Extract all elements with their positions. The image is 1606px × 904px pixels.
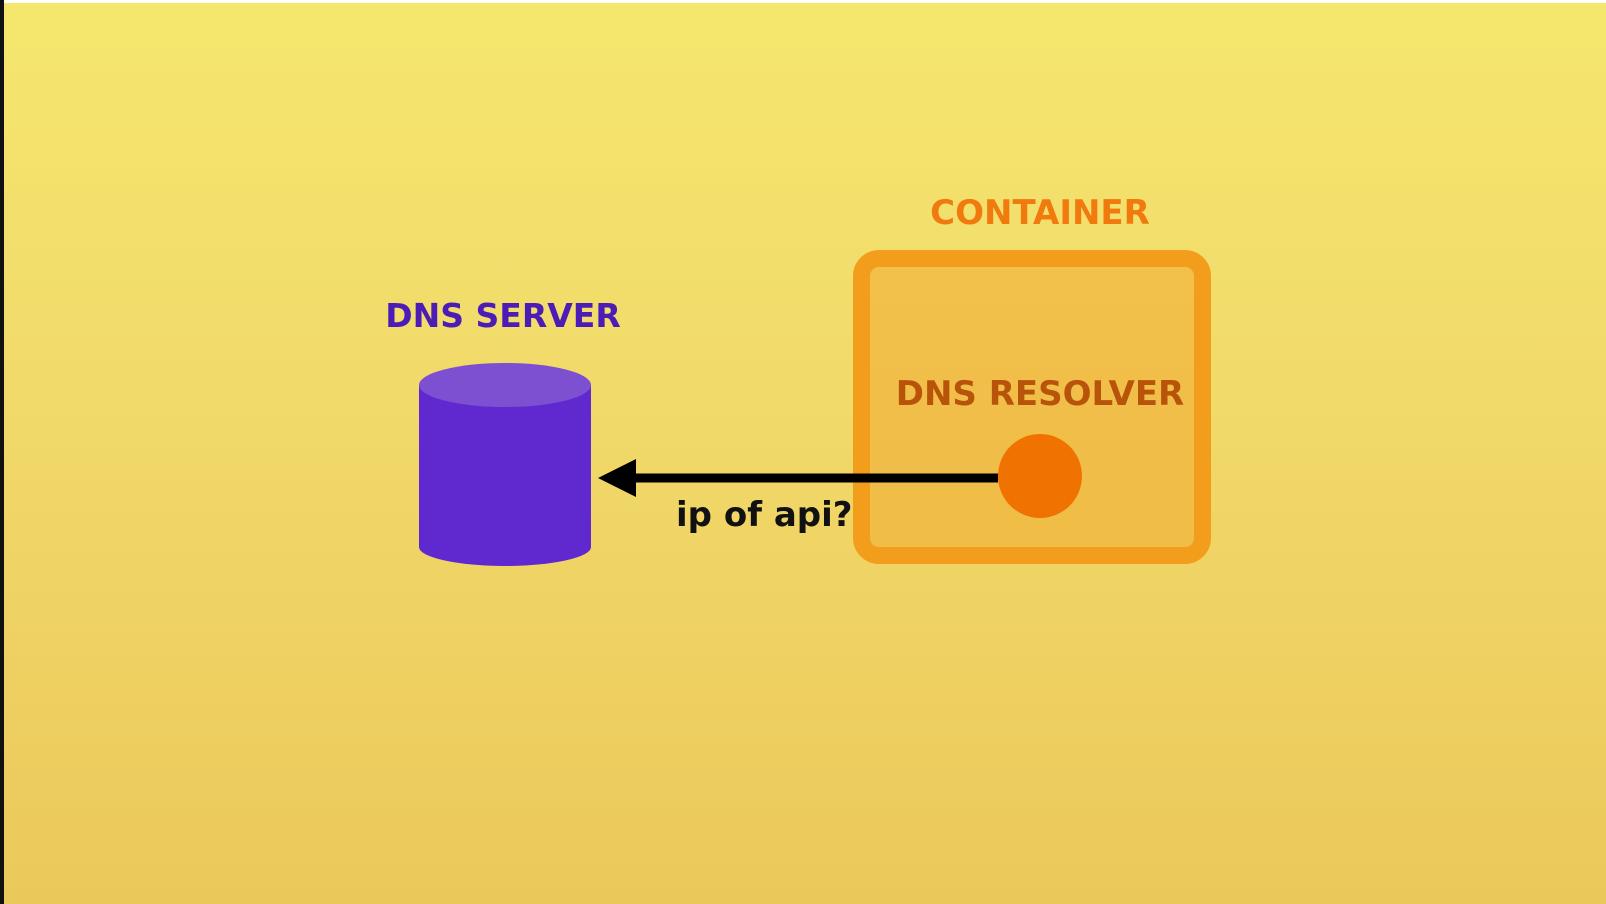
diagram-canvas [4, 3, 1606, 904]
dns-resolver-label: DNS RESOLVER [895, 374, 1185, 414]
database-cylinder-icon [419, 363, 591, 566]
arrow-head-icon [598, 459, 636, 497]
left-edge-bar [0, 0, 4, 904]
database-body [419, 385, 591, 566]
dns-resolver-node [998, 434, 1082, 518]
container-label: CONTAINER [930, 193, 1150, 233]
request-label: ip of api? [676, 495, 853, 535]
dns-server-label: DNS SERVER [385, 296, 621, 335]
database-top [419, 363, 591, 407]
